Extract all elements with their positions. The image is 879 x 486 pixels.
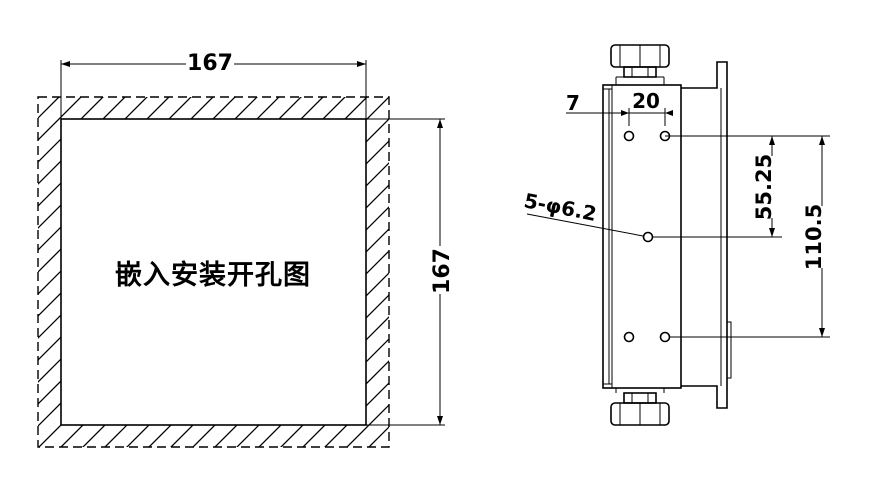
hatch-line bbox=[38, 97, 119, 447]
dim-55-dimension: 55.25 bbox=[652, 135, 782, 238]
hatch-line bbox=[313, 97, 389, 447]
hatch-line bbox=[38, 97, 97, 447]
cutout-outline bbox=[60, 118, 367, 426]
dim-110-dimension: 110.5 bbox=[669, 135, 830, 338]
hole-spec-leader: 5-φ6.2 bbox=[522, 188, 644, 237]
hatch-line bbox=[38, 97, 53, 447]
dim-110-label: 110.5 bbox=[802, 204, 826, 270]
outer-dashed-outline bbox=[37, 96, 390, 448]
width-dimension: 167 bbox=[60, 50, 367, 119]
bottom-knob bbox=[610, 392, 670, 426]
hatch-line bbox=[335, 97, 389, 447]
dim-20-label: 20 bbox=[632, 89, 660, 113]
hatch-line bbox=[0, 60, 30, 480]
mounting-hole bbox=[623, 130, 635, 142]
hatch-line bbox=[269, 97, 389, 447]
height-label: 167 bbox=[430, 248, 455, 294]
hatch-line bbox=[247, 97, 389, 447]
hole-spacing-dimension: 7 20 bbox=[566, 89, 673, 126]
mounting-hole bbox=[659, 331, 671, 343]
front-panel-flange bbox=[681, 61, 728, 409]
mounting-hole bbox=[642, 231, 654, 243]
hatch-line bbox=[357, 97, 389, 447]
mounting-hole bbox=[623, 331, 635, 343]
width-label: 167 bbox=[187, 51, 233, 76]
height-dimension: 167 bbox=[366, 118, 455, 426]
dim-55-label: 55.25 bbox=[752, 154, 776, 220]
dim-7-label: 7 bbox=[566, 91, 580, 115]
cutout-title: 嵌入安装开孔图 bbox=[115, 260, 311, 291]
hatch-line bbox=[38, 97, 75, 447]
hatch-line bbox=[424, 60, 844, 480]
side-view: 7 20 55.25 110.5 5-φ6.2 bbox=[522, 44, 830, 426]
top-knob bbox=[610, 44, 670, 78]
cutout-drawing: 167 167 嵌入安装开孔图 bbox=[0, 50, 844, 480]
hatch-line bbox=[291, 97, 389, 447]
